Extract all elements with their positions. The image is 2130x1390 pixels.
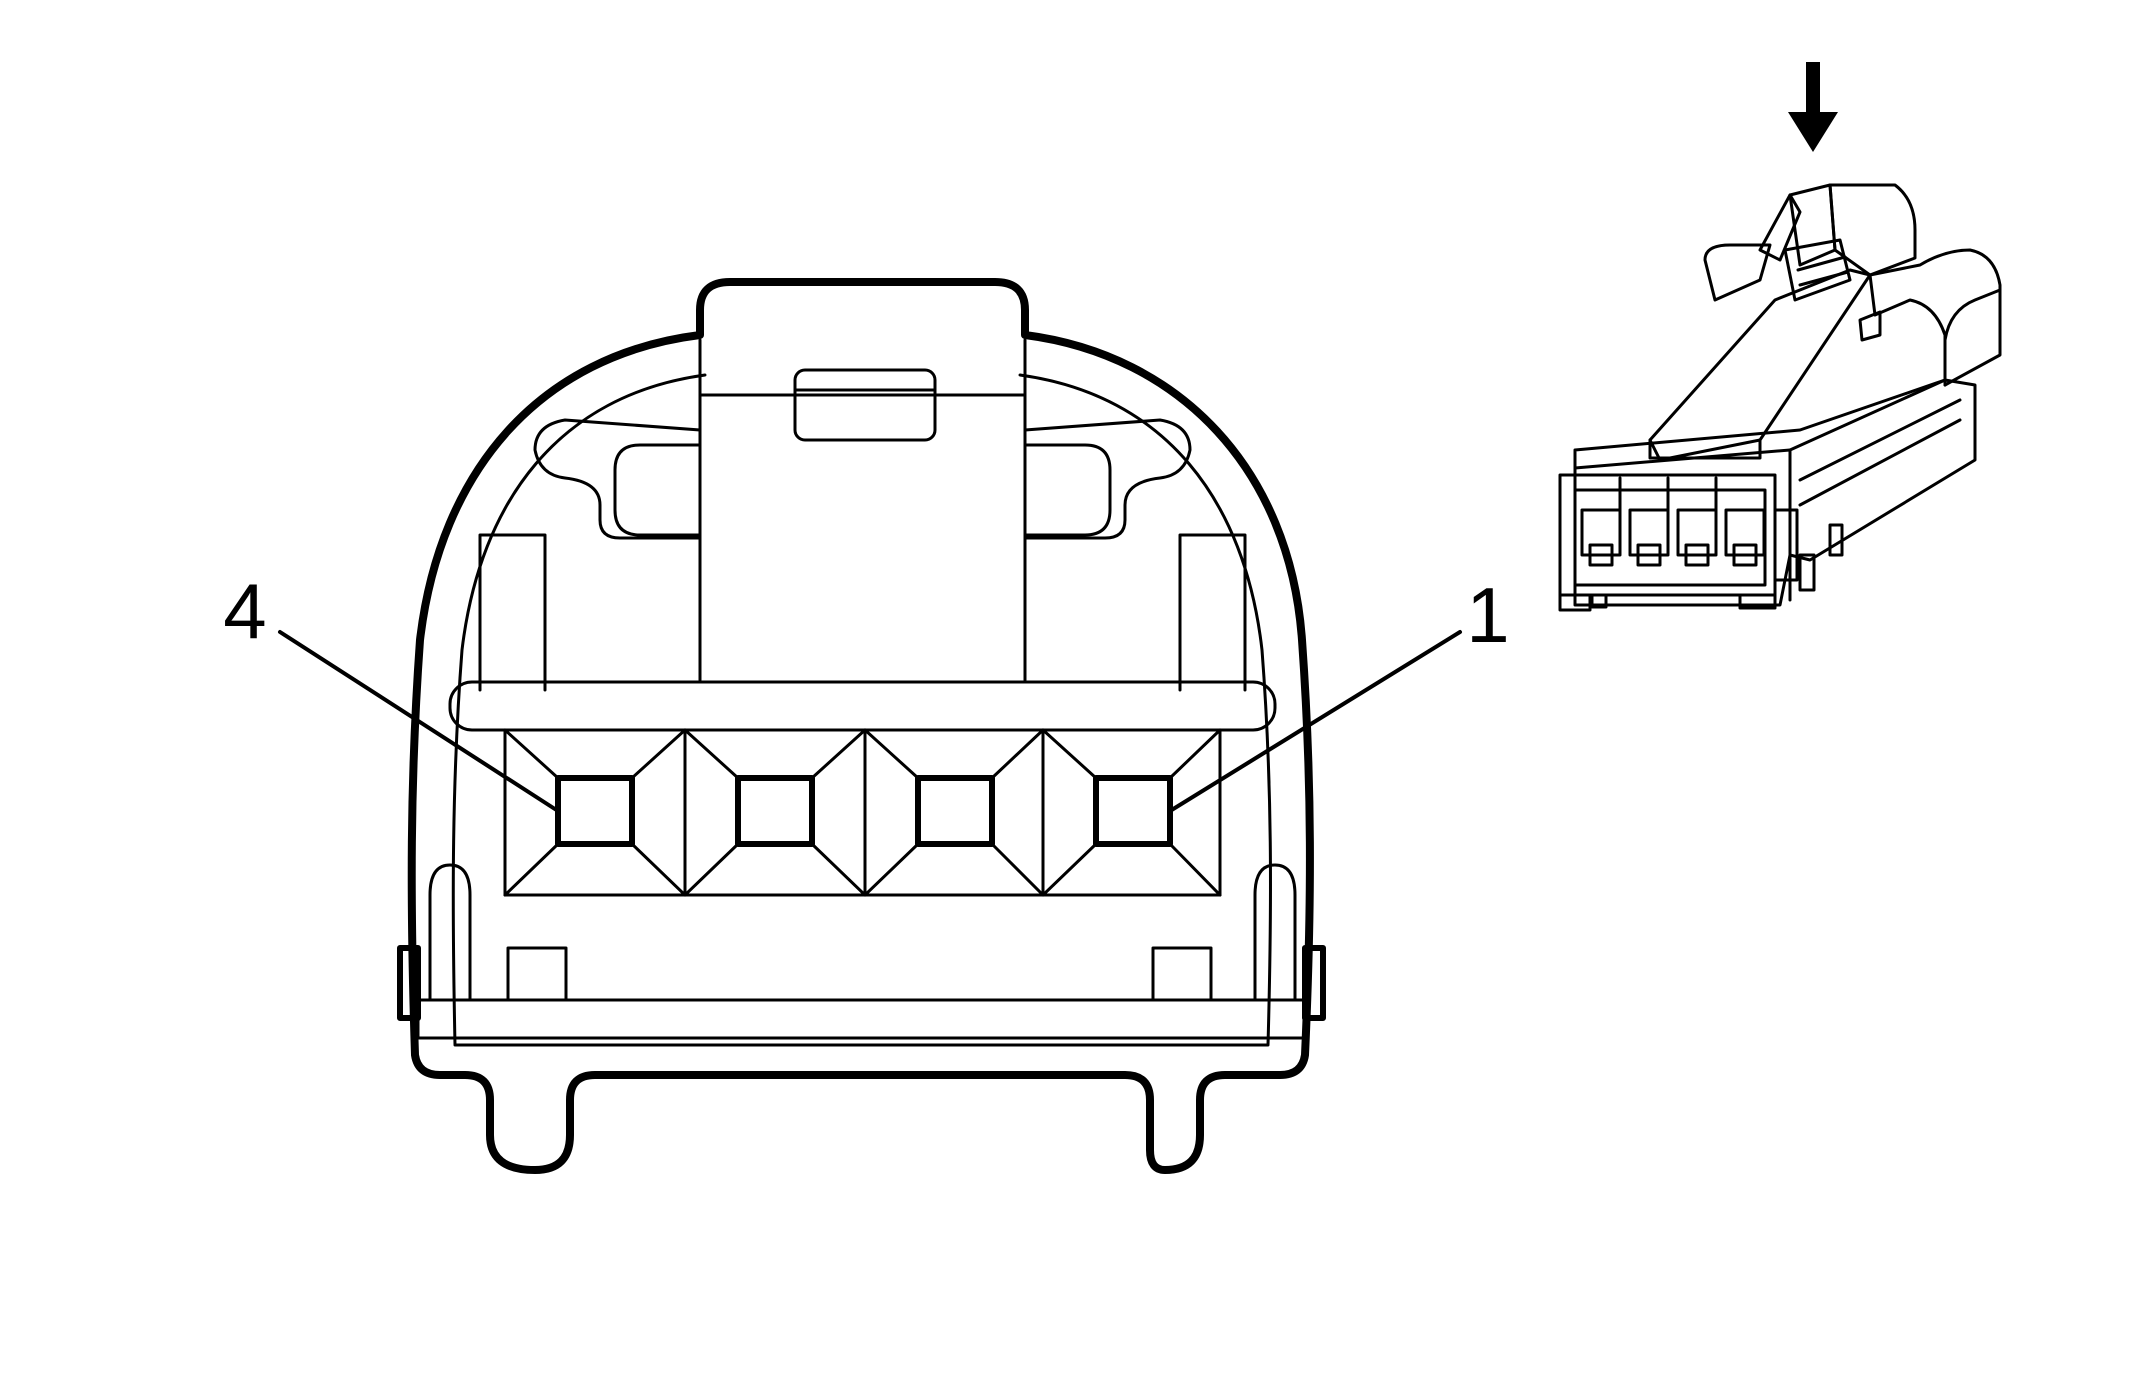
pin-label-1: 1 (1466, 571, 1509, 659)
left-rail (428, 863, 472, 1002)
cavity-1 (503, 728, 687, 897)
connector-iso-view (1558, 62, 2002, 612)
iso-main-body (1573, 378, 1977, 607)
right-rail (1253, 863, 1297, 1002)
housing-outline (407, 278, 1314, 1174)
cavity-shelf (448, 680, 1277, 732)
guide-walls (478, 533, 1247, 692)
left-lock-window (506, 946, 568, 1002)
right-ear-inner (1023, 443, 1112, 537)
cavity-4 (1041, 728, 1222, 897)
right-ear (1023, 418, 1192, 540)
connector-face-view (278, 278, 1462, 1174)
right-lock-window (1151, 946, 1213, 1002)
iso-ramp (1648, 268, 1872, 462)
left-peg (397, 945, 421, 1021)
left-ear-inner (613, 443, 702, 537)
latch-window (793, 368, 937, 442)
cavity-block (503, 728, 1222, 897)
cavity-3 (863, 728, 1045, 897)
leader-line-pin-4 (278, 630, 560, 813)
bottom-rail (416, 998, 1310, 1040)
leader-line-pin-1 (1168, 630, 1462, 813)
down-arrow-icon (1788, 62, 1838, 152)
housing-inner-outline (451, 373, 1272, 1047)
iso-latch (1828, 183, 1917, 277)
latch-tab (698, 338, 1027, 682)
right-peg (1302, 945, 1326, 1021)
left-ear (533, 418, 702, 540)
cavity-2 (683, 728, 867, 897)
pin-label-4: 4 (223, 567, 266, 655)
iso-cavities (1580, 476, 1766, 567)
iso-right-tower (1868, 248, 2002, 387)
